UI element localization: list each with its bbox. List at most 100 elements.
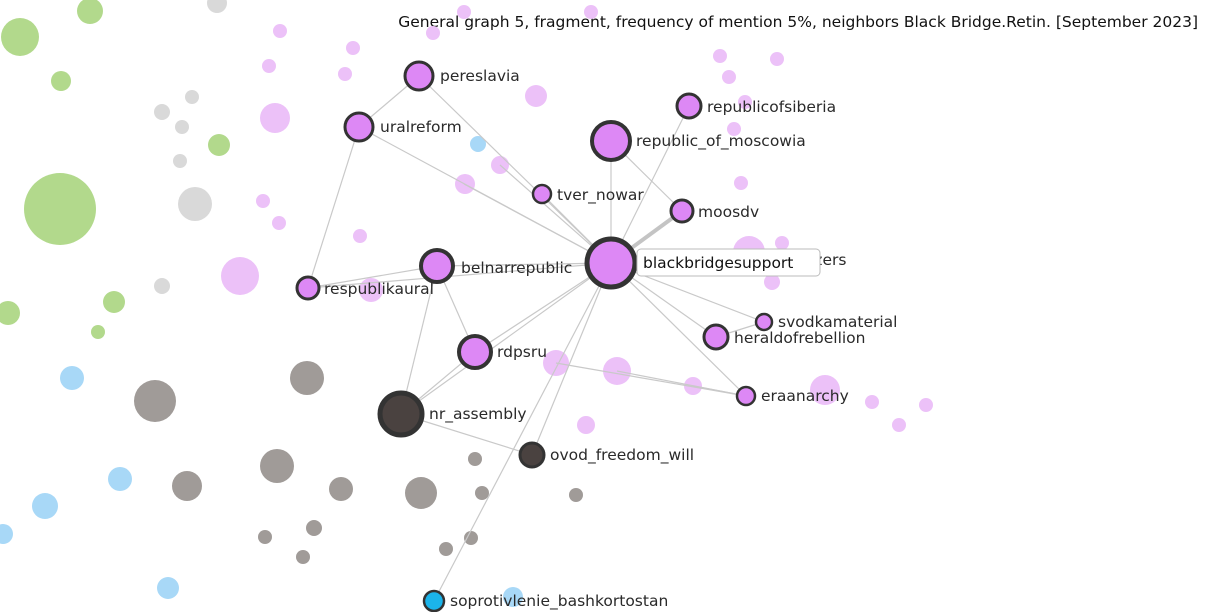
label-republicofsiberia: republicofsiberia xyxy=(707,98,836,116)
background-node xyxy=(892,418,906,432)
background-node xyxy=(91,325,105,339)
background-node xyxy=(439,542,453,556)
highlighted-nodes[interactable] xyxy=(295,60,774,612)
graph-edges xyxy=(307,75,765,602)
background-node xyxy=(584,5,598,19)
background-node xyxy=(457,5,471,19)
background-node xyxy=(77,0,103,24)
label-republic_of_moscowia: republic_of_moscowia xyxy=(636,132,806,151)
node-nr_assembly[interactable] xyxy=(377,390,425,438)
node-respublikaural[interactable] xyxy=(295,275,321,301)
graph-edge xyxy=(610,262,765,323)
background-node xyxy=(329,477,353,501)
background-node xyxy=(24,173,96,245)
node-moosdv[interactable] xyxy=(669,198,695,224)
background-node xyxy=(738,95,752,109)
label-heraldofrebellion: heraldofrebellion xyxy=(734,329,866,347)
background-node xyxy=(221,257,259,295)
graph-edge xyxy=(436,262,612,267)
background-node xyxy=(865,395,879,409)
node-sopr[interactable] xyxy=(422,589,446,612)
background-node xyxy=(108,467,132,491)
node-belnarrepublic[interactable] xyxy=(419,248,455,284)
background-node xyxy=(258,530,272,544)
background-node xyxy=(503,587,523,607)
background-node xyxy=(51,71,71,91)
background-node xyxy=(734,176,748,190)
background-node xyxy=(175,120,189,134)
background-node xyxy=(306,520,322,536)
node-svodkamaterial[interactable] xyxy=(754,312,774,332)
background-node xyxy=(272,216,286,230)
label-belnarrepublic: belnarrepublic xyxy=(461,259,572,277)
node-republic_of_moscowia[interactable] xyxy=(590,120,632,162)
background-node xyxy=(290,361,324,395)
center-label-box xyxy=(636,248,821,277)
graph-edge xyxy=(474,262,612,353)
graph-edge xyxy=(531,262,612,456)
label-eraanarchy: eraanarchy xyxy=(761,387,849,405)
background-node xyxy=(1,18,39,56)
label-nr_assembly: nr_assembly xyxy=(429,405,527,424)
background-node xyxy=(262,59,276,73)
background-node xyxy=(764,274,780,290)
background-node xyxy=(577,416,595,434)
node-eraanarchy[interactable] xyxy=(735,385,757,407)
background-node xyxy=(426,26,440,40)
graph-edge xyxy=(400,265,438,415)
background-node xyxy=(157,577,179,599)
background-node xyxy=(208,134,230,156)
background-node xyxy=(134,380,176,422)
node-uralreform[interactable] xyxy=(343,111,375,143)
label-rdpsru: rdpsru xyxy=(497,343,547,361)
node-ovod_freedom_will[interactable] xyxy=(518,441,546,469)
node-rdpsru[interactable] xyxy=(457,334,493,370)
background-node xyxy=(359,278,383,302)
node-pereslavia[interactable] xyxy=(403,60,435,92)
node-labels: izerspereslaviauralreformrepublicofsiber… xyxy=(324,67,897,611)
background-node xyxy=(569,488,583,502)
background-node xyxy=(185,90,199,104)
background-node xyxy=(713,49,727,63)
graph-edge xyxy=(610,105,690,264)
graph-edge xyxy=(307,126,360,289)
background-node xyxy=(260,103,290,133)
background-node xyxy=(178,187,212,221)
background-node xyxy=(525,85,547,107)
graph-edge xyxy=(400,262,612,415)
graph-edge xyxy=(433,262,612,602)
background-node xyxy=(727,122,741,136)
background-node xyxy=(154,278,170,294)
background-node xyxy=(722,70,736,84)
background-node xyxy=(770,52,784,66)
label-uralreform: uralreform xyxy=(380,118,462,136)
label-ovod_freedom_will: ovod_freedom_will xyxy=(550,446,694,465)
background-node xyxy=(103,291,125,313)
background-node xyxy=(32,493,58,519)
background-node xyxy=(468,452,482,466)
node-republicofsiberia[interactable] xyxy=(675,92,703,120)
background-node xyxy=(256,194,270,208)
background-nodes xyxy=(0,0,933,607)
graph-title: General graph 5, fragment, frequency of … xyxy=(398,13,1198,31)
background-node xyxy=(810,375,840,405)
label-respublikaural: respublikaural xyxy=(324,280,434,298)
node-blackbridgesupport[interactable] xyxy=(584,236,638,290)
background-node xyxy=(338,67,352,81)
node-tver_nowar[interactable] xyxy=(531,183,553,205)
background-node xyxy=(207,0,227,13)
label-sopr: soprotivlenie_bashkortostan xyxy=(450,592,668,611)
graph-edge xyxy=(610,262,747,397)
background-node xyxy=(60,366,84,390)
background-node xyxy=(405,477,437,509)
background-node xyxy=(470,136,486,152)
background-node xyxy=(173,154,187,168)
node-heraldofrebellion[interactable] xyxy=(702,323,730,351)
graph-edge xyxy=(463,183,612,264)
label-moosdv: moosdv xyxy=(698,203,759,221)
background-node xyxy=(296,550,310,564)
background-node xyxy=(172,471,202,501)
label-tver_nowar: tver_nowar xyxy=(557,186,644,205)
graph-edge xyxy=(307,265,438,289)
